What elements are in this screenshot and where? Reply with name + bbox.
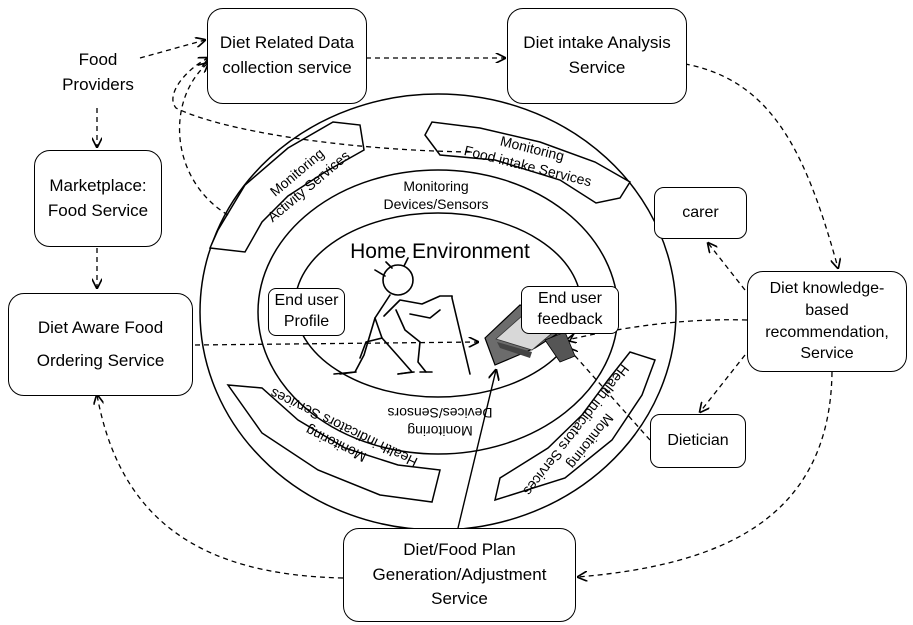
arrow-analysis-reco xyxy=(639,59,838,268)
arrow-reco-dietician xyxy=(700,354,746,412)
diet-intake-analysis-text: Diet intake Analysis Service xyxy=(523,33,671,77)
arrow-dietician-tablet xyxy=(568,348,651,441)
arrow-reco-plan xyxy=(578,371,833,577)
diet-food-plan-box: Diet/Food Plan Generation/Adjustment Ser… xyxy=(343,528,576,622)
carer-text: carer xyxy=(682,204,719,222)
arrow-plan-ordering xyxy=(97,395,344,579)
end-user-profile-text: End user Profile xyxy=(274,292,339,330)
arrow-providers-collection xyxy=(139,40,205,59)
end-user-profile-box: End user Profile xyxy=(268,288,345,336)
activity-band xyxy=(208,121,365,253)
dietician-box: Dietician xyxy=(650,414,746,468)
arrow-ordering-tablet xyxy=(194,342,478,345)
home-environment-title: Home Environment xyxy=(350,240,530,263)
food-providers-label: Food Providers xyxy=(62,50,134,94)
elderly-man-illustration xyxy=(333,257,471,375)
diet-knowledge-recommendation-box: Diet knowledge- based recommendation, Se… xyxy=(747,271,907,372)
diet-aware-text: Diet Aware Food Ordering Service xyxy=(36,318,165,370)
end-user-feedback-text: End user feedback xyxy=(537,290,603,328)
arrow-reco-carer xyxy=(708,243,746,291)
monitoring-devices-bottom-label: Monitoring Devices/Sensors xyxy=(387,405,493,440)
monitoring-devices-top-label: Monitoring Devices/Sensors xyxy=(383,178,489,212)
marketplace-food-service-box: Marketplace: Food Service xyxy=(34,150,162,247)
marketplace-text: Marketplace: Food Service xyxy=(47,175,149,220)
dietician-text: Dietician xyxy=(667,432,729,450)
arrow-foodintake-collection xyxy=(172,58,471,153)
arrow-activity-collection xyxy=(179,63,229,216)
diet-knowledge-text: Diet knowledge- based recommendation, Se… xyxy=(765,280,889,363)
arrow-plan-tablet xyxy=(457,370,496,529)
health-right-band xyxy=(493,351,656,502)
end-user-feedback-box: End user feedback xyxy=(521,286,619,334)
diet-intake-analysis-box: Diet intake Analysis Service xyxy=(507,8,687,104)
diet-data-collection-box: Diet Related Data collection service xyxy=(207,8,367,104)
diet-aware-food-ordering-box: Diet Aware Food Ordering Service xyxy=(8,293,193,396)
diet-food-plan-text: Diet/Food Plan Generation/Adjustment Ser… xyxy=(372,540,547,609)
carer-box: carer xyxy=(654,187,747,239)
diet-data-collection-text: Diet Related Data collection service xyxy=(219,33,355,77)
food-intake-band xyxy=(424,121,632,204)
health-left-band xyxy=(226,384,441,503)
